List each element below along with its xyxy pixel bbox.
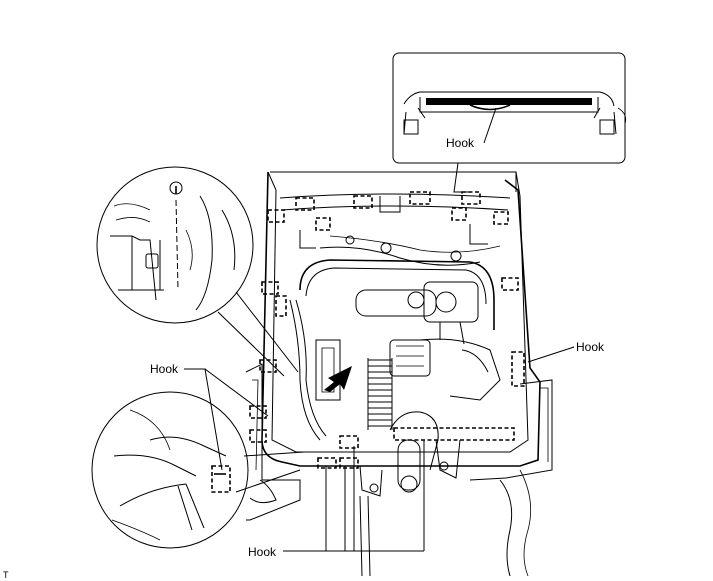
hook-marker	[493, 211, 509, 225]
direction-arrow-icon	[324, 366, 352, 392]
hook-label-left: Hook	[150, 362, 179, 376]
hook-label-top: Hook	[446, 136, 475, 150]
hook-marker	[295, 197, 315, 211]
hook-marker	[501, 277, 519, 291]
hook-marker-right	[511, 351, 525, 387]
top-inset-frame	[392, 52, 626, 164]
hook-marker	[315, 217, 331, 231]
hook-label-right: Hook	[576, 340, 605, 354]
hook-leader-right	[527, 346, 575, 363]
hook-marker	[249, 429, 267, 443]
hook-marker-strip	[393, 427, 515, 441]
top-hook-leader	[483, 107, 497, 144]
frame-outline	[261, 171, 541, 467]
hook-marker-detail	[211, 465, 231, 493]
hook-strip	[426, 98, 592, 105]
hook-marker	[339, 457, 359, 469]
hook-marker	[249, 405, 267, 419]
upper-left-detail-circle	[96, 166, 299, 377]
hook-marker	[261, 281, 279, 295]
hook-marker	[461, 191, 481, 205]
lower-left-detail-circle	[91, 391, 305, 549]
seat-back-frame	[245, 171, 553, 577]
hook-marker	[317, 457, 337, 469]
corner-mark: T	[3, 570, 9, 580]
hook-leader-left	[184, 368, 223, 471]
hook-marker	[353, 195, 373, 209]
top-hook-detail-inset: Hook	[392, 52, 627, 164]
detail-circle-upper	[96, 166, 254, 324]
coil-spring	[367, 358, 393, 430]
hook-marker	[409, 191, 431, 205]
hook-marker	[339, 435, 359, 449]
hook-marker	[275, 295, 287, 317]
detail-circle-lower	[91, 391, 249, 549]
hook-marker	[451, 207, 467, 221]
callout-labels: Hook Hook Hook T	[3, 340, 605, 580]
frame-top-bar	[270, 171, 517, 192]
hook-marker	[267, 209, 285, 223]
hook-label-bottom: Hook	[248, 545, 277, 559]
